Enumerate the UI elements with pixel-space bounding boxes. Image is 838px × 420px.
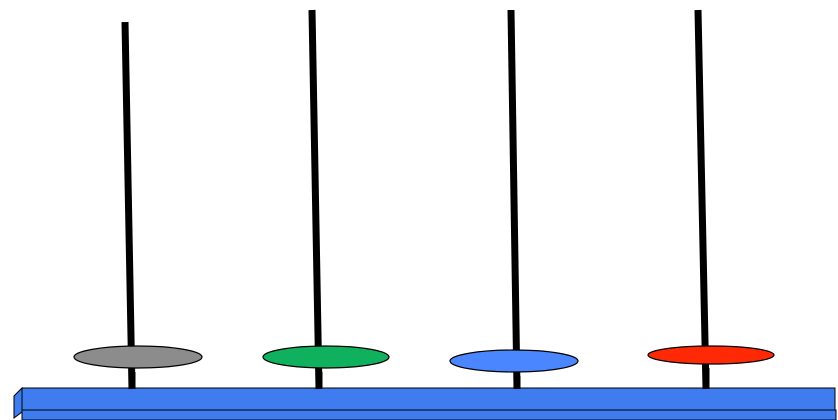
rod-2: [263, 10, 389, 389]
rod-2-bead: [263, 346, 389, 368]
abacus-base: [14, 388, 836, 420]
rod-1: [74, 22, 202, 389]
abacus-base-top-face: [14, 388, 835, 410]
abacus-base-side-face: [14, 388, 22, 418]
rod-1-stick: [125, 22, 132, 389]
rod-3-stick: [511, 10, 517, 389]
rod-4-bead: [648, 346, 774, 364]
rod-1-bead: [74, 346, 202, 368]
abacus-base-front-face: [22, 410, 836, 420]
rod-4: [648, 10, 774, 389]
rod-4-stick: [698, 10, 706, 389]
rod-3: [450, 10, 578, 389]
rod-2-stick: [312, 10, 319, 389]
rod-3-bead: [450, 350, 578, 372]
